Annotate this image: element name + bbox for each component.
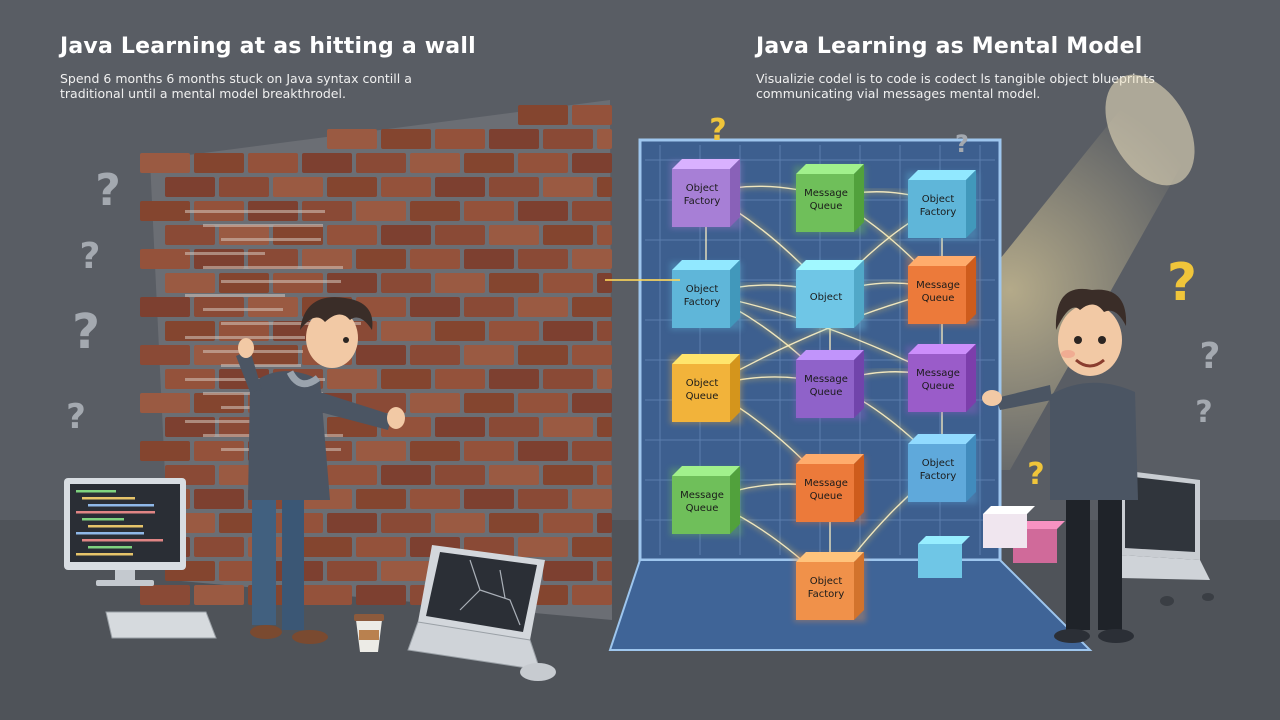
question-mark-icon: ? bbox=[80, 236, 101, 277]
diagram-node-label: Object bbox=[686, 378, 719, 389]
right-monitor bbox=[1120, 470, 1214, 606]
question-mark-icon: ? bbox=[1200, 336, 1221, 377]
question-mark-icon: ? bbox=[66, 397, 86, 437]
diagram-node-label: Object bbox=[922, 458, 955, 469]
floating-cube bbox=[918, 536, 970, 578]
diagram-node-cube: Object bbox=[794, 260, 866, 330]
left-panel-subtitle-line-2: traditional until a mental model breakth… bbox=[60, 86, 346, 101]
diagram-node-label: Object bbox=[922, 194, 955, 205]
diagram-node-label: Object bbox=[810, 576, 843, 587]
diagram-node-label: Factory bbox=[920, 207, 957, 218]
mouse bbox=[520, 663, 556, 681]
diagram-node-label: Queue bbox=[922, 293, 955, 304]
diagram-node-label: Message bbox=[804, 374, 848, 385]
diagram-node-label: Factory bbox=[920, 471, 957, 482]
floating-cube bbox=[983, 506, 1035, 548]
left-keyboard bbox=[105, 611, 217, 639]
right-panel-title: Java Learning as Mental Model bbox=[756, 34, 1143, 59]
cracked-laptop bbox=[407, 545, 545, 671]
diagram-node-label: Queue bbox=[810, 387, 843, 398]
confident-developer bbox=[982, 288, 1138, 643]
question-mark-icon: ? bbox=[1027, 457, 1044, 492]
diagram-node-label: Queue bbox=[686, 391, 719, 402]
diagram-node-label: Factory bbox=[684, 297, 721, 308]
question-mark-icon: ? bbox=[955, 130, 969, 158]
diagram-node-label: Object bbox=[686, 284, 719, 295]
right-panel-subtitle-line-1: Visualizie codel is to code is codect ls… bbox=[756, 71, 1155, 86]
diagram-node-label: Message bbox=[804, 478, 848, 489]
left-panel-caption: Java Learning at as hitting a wall Spend… bbox=[60, 34, 480, 101]
question-mark-icon: ? bbox=[1195, 395, 1212, 430]
diagram-node-label: Factory bbox=[684, 196, 721, 207]
left-panel-subtitle: Spend 6 months 6 months stuck on Java sy… bbox=[60, 71, 480, 101]
question-mark-icon: ? bbox=[95, 165, 121, 216]
diagram-node-label: Queue bbox=[686, 503, 719, 514]
question-mark-icon: ? bbox=[1167, 253, 1197, 313]
right-panel-subtitle: Visualizie codel is to code is codect ls… bbox=[756, 71, 1196, 101]
diagram-node-label: Factory bbox=[808, 589, 845, 600]
diagram-node-label: Message bbox=[804, 188, 848, 199]
frustrated-developer bbox=[236, 297, 405, 644]
question-mark-icon: ? bbox=[72, 304, 100, 360]
diagram-node-label: Message bbox=[916, 368, 960, 379]
diagram-node-label: Queue bbox=[810, 491, 843, 502]
diagram-node-label: Queue bbox=[810, 201, 843, 212]
right-panel-subtitle-line-2: communicating vial messages mental model… bbox=[756, 86, 1041, 101]
brick-wall bbox=[140, 100, 612, 620]
diagram-node-label: Message bbox=[680, 490, 724, 501]
left-panel-subtitle-line-1: Spend 6 months 6 months stuck on Java sy… bbox=[60, 71, 412, 86]
question-mark-icon: ? bbox=[709, 113, 726, 148]
coffee-cup bbox=[354, 614, 384, 652]
left-monitor bbox=[64, 478, 186, 586]
diagram-node-label: Object bbox=[810, 292, 843, 303]
question-marks: ? ? ? ? ? ? ? ? ? ? bbox=[66, 113, 1220, 492]
diagram-node-label: Object bbox=[686, 183, 719, 194]
right-panel-caption: Java Learning as Mental Model Visualizie… bbox=[756, 34, 1196, 101]
left-panel-title: Java Learning at as hitting a wall bbox=[60, 34, 476, 59]
diagram-node-label: Message bbox=[916, 280, 960, 291]
diagram-node-label: Queue bbox=[922, 381, 955, 392]
diagram-cubes: ObjectFactoryMessageQueueObjectFactoryOb… bbox=[670, 159, 1065, 622]
